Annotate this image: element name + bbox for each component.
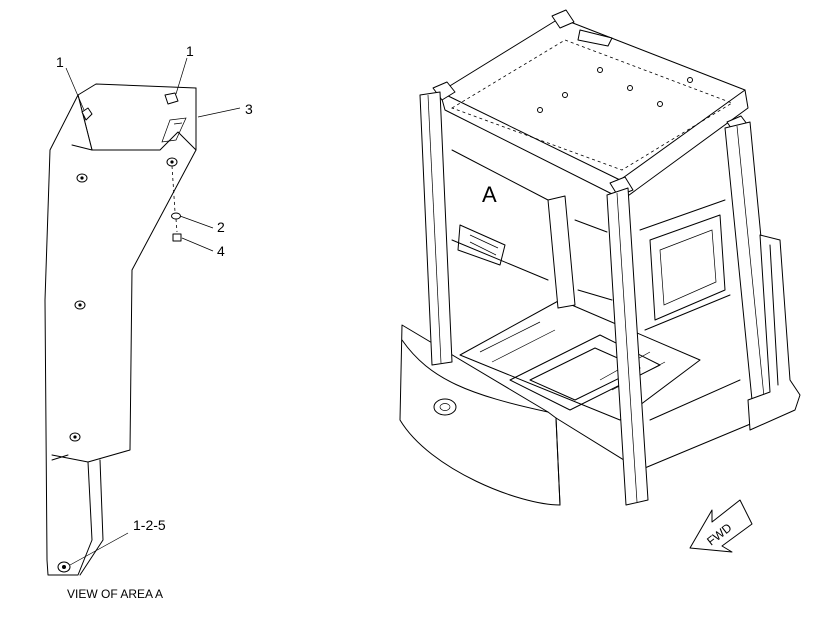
- base-grommet: [433, 398, 457, 416]
- panel-inner-edge: [79, 459, 104, 576]
- callout-1-2-5: 1-2-5: [133, 517, 166, 533]
- rops-posts: [419, 91, 777, 506]
- cab-window-frames: [451, 149, 741, 421]
- washer: [171, 212, 181, 220]
- leader-lines: [65, 57, 241, 566]
- detail-panel-outline: [44, 94, 197, 576]
- callout-3: 3: [245, 101, 253, 117]
- callout-4: 4: [217, 243, 225, 259]
- view-caption: VIEW OF AREA A: [67, 587, 163, 601]
- cab-isometric-view: A FWD: [399, 9, 801, 553]
- panel-lower-step: [51, 454, 89, 463]
- area-a-label: A: [482, 182, 497, 207]
- detail-view-area-a: 1 1 3 2 4 1-2-5 VIEW OF AREA A: [44, 43, 253, 601]
- panel-top-studs: [81, 92, 179, 121]
- post-middle: [547, 195, 576, 309]
- cab-base-curve: [401, 339, 549, 413]
- panel-fold-line: [71, 144, 93, 151]
- panel-mounting-holes: [57, 157, 178, 573]
- post-front-left: [606, 187, 649, 506]
- callout-1-left: 1: [56, 54, 64, 70]
- cab-right-enclosure: [747, 234, 801, 431]
- roof-bolts: [537, 67, 693, 113]
- roof-dashed-edge: [451, 39, 733, 171]
- bolt: [172, 233, 182, 242]
- post-rear-left: [419, 91, 453, 366]
- callout-2: 2: [217, 219, 225, 235]
- callout-1-top: 1: [186, 43, 194, 59]
- fwd-arrow-icon: FWD: [689, 499, 753, 553]
- panel-bracket-slot: [161, 117, 187, 143]
